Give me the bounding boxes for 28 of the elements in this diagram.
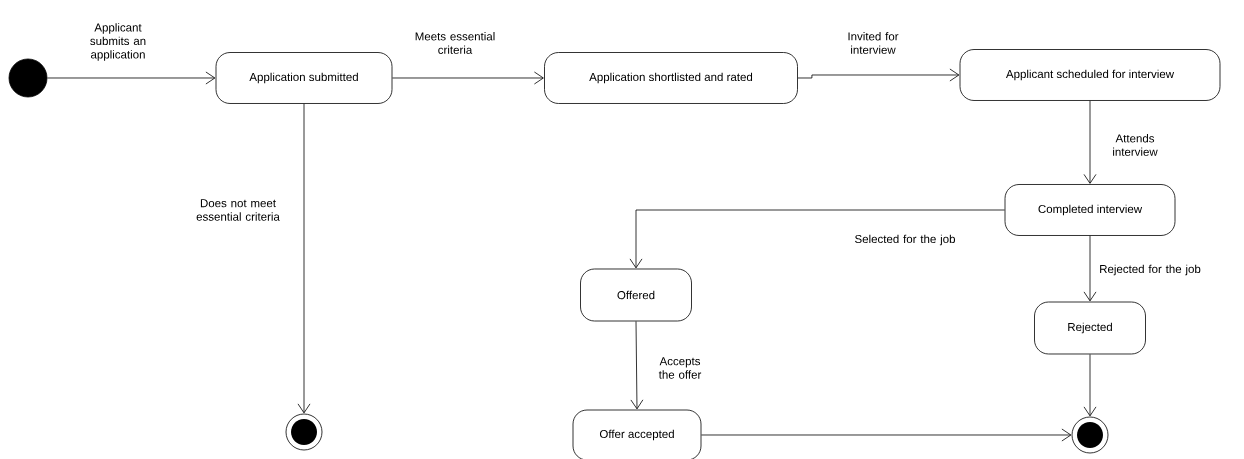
state-box: Application shortlisted and rated <box>544 52 798 104</box>
edge-label: Applicant submits an application <box>90 23 146 61</box>
edge-label: Invited for interview <box>848 32 899 54</box>
state-box: Completed interview <box>1004 184 1176 236</box>
edge-label: Meets essential criteria <box>415 32 495 54</box>
state-box: Offer accepted <box>572 409 702 459</box>
arrow <box>1083 100 1097 184</box>
arrow <box>629 209 1005 269</box>
final-state <box>1071 416 1109 454</box>
arrow <box>630 321 644 410</box>
arrow <box>1083 354 1097 417</box>
state-box: Application submitted <box>215 52 393 104</box>
arrow <box>392 71 544 85</box>
edge-label: Attends interview <box>1113 134 1158 156</box>
arrow <box>297 103 311 414</box>
edge-label: Selected for the job <box>855 234 955 246</box>
arrow <box>701 428 1072 442</box>
edge-label: Rejected for the job <box>1100 264 1201 276</box>
state-box: Applicant scheduled for interview <box>959 49 1221 101</box>
state-box: Offered <box>580 268 692 322</box>
edge-label: Accepts the offer <box>658 357 702 379</box>
arrow <box>1083 235 1097 302</box>
initial-state <box>8 58 48 98</box>
state-box: Rejected <box>1034 301 1146 355</box>
arrow <box>797 68 960 82</box>
edge-label: Does not meet essential criteria <box>196 199 280 221</box>
final-state <box>285 413 323 451</box>
arrow <box>47 71 216 85</box>
